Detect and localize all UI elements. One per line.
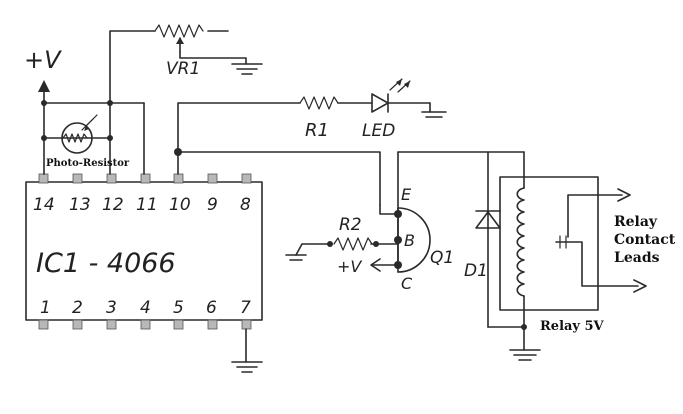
ic-pin-label-7: 7 [240,298,251,318]
ic-pin-label-10: 10 [169,195,191,215]
base-supply-arrow [370,258,395,272]
ic-pin-label-14: 14 [33,195,55,215]
emitter-label: E [401,185,412,204]
ic-top-pins [38,173,252,184]
collector-label: C [401,274,413,293]
relay-coil [499,151,599,328]
r2-branch [285,237,399,261]
relay-label: Relay 5V [540,319,605,334]
photo-resistor-symbol [61,114,98,154]
q1-label: Q1 [430,248,454,268]
supply-label: +V [24,46,62,74]
photo-resistor-label: Photo-Resistor [46,158,130,169]
diode-d1 [475,210,501,229]
r2-label: R2 [339,215,362,235]
ic-pin-label-9: 9 [207,195,218,215]
r1-label: R1 [305,120,329,141]
ic-pin-label-8: 8 [240,195,251,215]
ic-pin-label-6: 6 [206,298,217,318]
ic-pin-label-1: 1 [40,298,51,318]
led-label: LED [362,121,395,141]
pin10-to-emitter-wire [177,151,381,206]
ic-bottom-pins [38,319,252,330]
d1-label: D1 [464,261,488,281]
ic-pin-label-5: 5 [173,298,184,318]
ic-pin-label-4: 4 [140,298,151,318]
relay-contacts [555,188,647,293]
base-label: B [404,231,415,250]
ic-label: IC1 - 4066 [36,248,176,279]
vr1-label: VR1 [166,59,200,79]
ic-pin-label-13: 13 [69,195,91,215]
collector-ground-wire [397,151,541,361]
ic-pin-label-3: 3 [106,298,117,318]
ground-pin7 [231,328,263,373]
ic-pin-label-2: 2 [72,298,83,318]
relay-leads-label-1: Relay [614,214,658,230]
ic-pin-label-11: 11 [136,195,158,215]
vr1-wiring [109,24,263,104]
base-supply-label: +V [337,257,362,276]
ic-pin-label-12: 12 [102,195,124,215]
relay-leads-label-2: Contact [614,232,676,248]
relay-leads-label-3: Leads [614,250,660,266]
